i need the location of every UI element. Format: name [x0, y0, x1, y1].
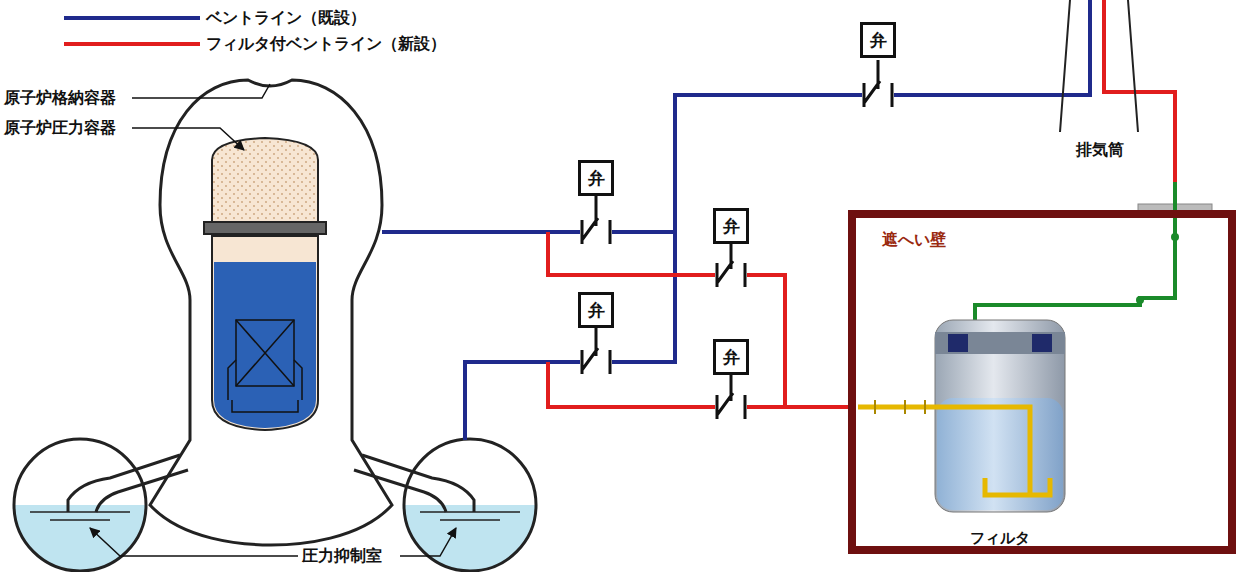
valve-label: 弁: [713, 208, 749, 244]
filter-vessel: フィルタ: [935, 320, 1065, 548]
legend-line: [64, 16, 200, 20]
part-label: 原子炉格納容器: [4, 88, 116, 109]
node-text: 弁: [588, 299, 605, 322]
valve-label: 弁: [713, 339, 749, 375]
legend-line: [64, 42, 200, 46]
node-text: 弁: [870, 29, 887, 52]
valve-label: 弁: [860, 22, 896, 58]
legend-text: ベントライン（既設）: [206, 8, 366, 29]
part-label: 排気筒: [1076, 140, 1124, 161]
node-text: 遮へい壁: [882, 230, 946, 251]
node-text: 弁: [723, 346, 740, 369]
legend-text: フィルタ付ベントライン（新設）: [206, 34, 446, 55]
node-text: 弁: [723, 215, 740, 238]
shield-wall: 遮へい壁フィルタ: [848, 210, 1236, 554]
node-text: フィルタ: [935, 529, 1065, 548]
valve-label: 弁: [578, 160, 614, 196]
part-label: 圧力抑制室: [302, 546, 382, 567]
valve-label: 弁: [578, 292, 614, 328]
node-text: 弁: [588, 167, 605, 190]
part-label: 原子炉圧力容器: [4, 118, 116, 139]
